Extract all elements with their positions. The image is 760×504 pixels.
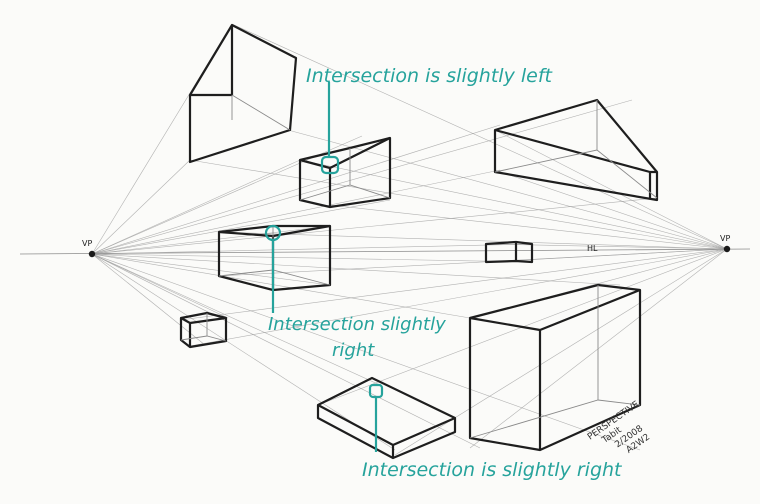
horizon-label: HL: [587, 244, 598, 253]
box-lower-left: [179, 311, 228, 349]
left-vanishing-point: [88, 250, 96, 258]
box-bottom-slab: [316, 376, 457, 460]
vp-right-label: VP: [720, 234, 730, 243]
right-vp-guides: [179, 23, 728, 456]
box-upper-middle: [298, 136, 392, 209]
left-vp-guides: [91, 23, 658, 451]
annotation-slightly-right-3: Intersection is slightly right: [362, 459, 623, 481]
vp-left-label: VP: [82, 239, 92, 248]
box-top-right: [493, 98, 659, 202]
box-horizon-small: [484, 240, 534, 264]
marker-bottom-slab: [368, 383, 384, 399]
annotation-slightly-right-1: Intersection slightly: [268, 314, 446, 335]
box-lower-right: [468, 283, 642, 452]
annotation-slightly-right-2: right: [332, 340, 375, 361]
right-vanishing-point: [723, 245, 731, 253]
box-top-left: [188, 23, 298, 164]
annotation-slightly-left: Intersection is slightly left: [306, 65, 554, 87]
annotation-markers: [264, 82, 384, 452]
